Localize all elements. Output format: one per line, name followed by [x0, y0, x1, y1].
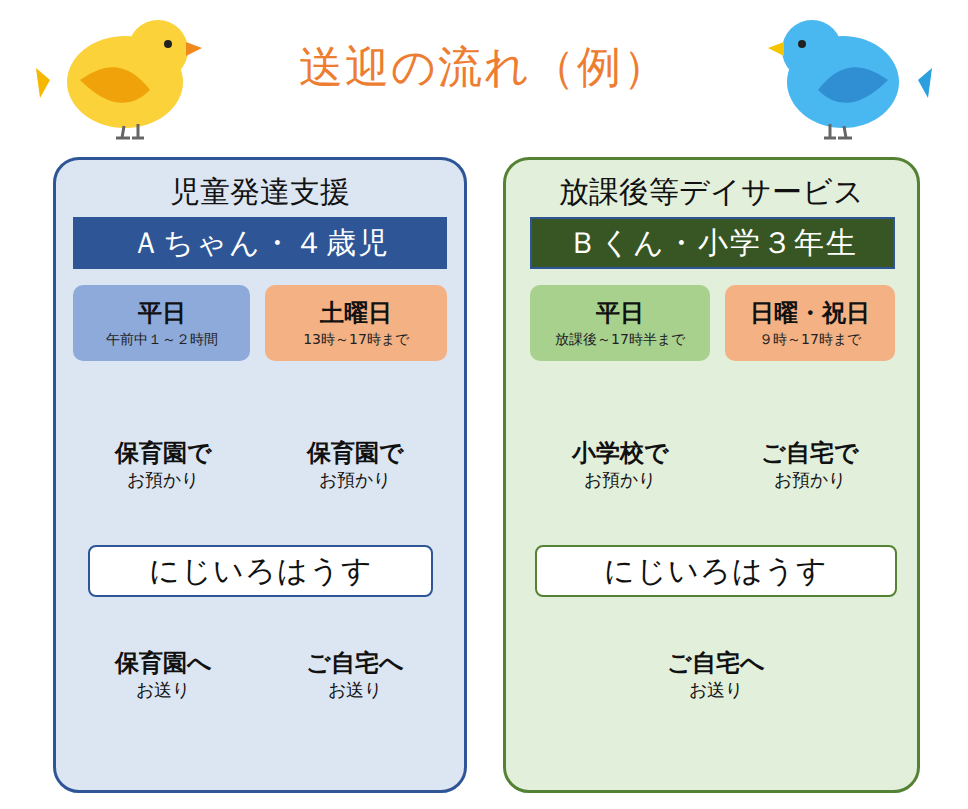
- node-heading: にじいろはうす: [604, 551, 828, 592]
- node-heading: Ａちゃん・４歳児: [131, 223, 390, 264]
- illustration-part: [844, 126, 846, 138]
- pickup-step: 保育園でお預かり: [270, 438, 440, 491]
- illustration-part: [838, 137, 852, 140]
- node-heading: 日曜・祝日: [750, 298, 870, 329]
- illustration-part: [824, 137, 836, 140]
- illustration-part: [137, 124, 140, 138]
- node-heading: ご自宅で: [725, 438, 895, 468]
- node-heading: ご自宅へ: [631, 648, 801, 678]
- node-heading: 平日: [596, 298, 644, 329]
- dropoff-step: ご自宅へお送り: [270, 648, 440, 701]
- illustration-part: [186, 42, 202, 56]
- node-heading: にじいろはうす: [149, 551, 373, 592]
- node-heading: ご自宅へ: [270, 648, 440, 678]
- illustration-part: [824, 124, 852, 138]
- illustration-part: [768, 42, 784, 56]
- schedule-box: 平日放課後～17時半まで: [530, 285, 710, 361]
- illustration-part: [128, 20, 188, 80]
- illustration-part: [164, 40, 172, 48]
- yellow-bird: [36, 20, 202, 138]
- page-title: 送迎の流れ（例）: [0, 38, 968, 97]
- node-subtext: お送り: [78, 678, 248, 701]
- facility-box: にじいろはうす: [535, 545, 897, 597]
- service-panel: 放課後等デイサービスＢくん・小学３年生平日放課後～17時半まで日曜・祝日９時～1…: [503, 157, 920, 793]
- node-subtext: お預かり: [725, 468, 895, 491]
- node-subtext: お預かり: [535, 468, 705, 491]
- node-heading: 放課後等デイサービス: [506, 172, 917, 213]
- child-band: Ａちゃん・４歳児: [73, 217, 447, 269]
- illustration-part: [132, 137, 144, 140]
- schedule-box: 土曜日13時～17時まで: [265, 285, 447, 361]
- pickup-step: 保育園でお預かり: [78, 438, 248, 491]
- node-subtext: ９時～17時まで: [759, 330, 861, 348]
- illustration-part: [818, 67, 888, 103]
- blue-bird: [768, 20, 932, 138]
- illustration-part: [782, 20, 842, 80]
- illustration-part: [80, 67, 150, 103]
- node-subtext: お預かり: [78, 468, 248, 491]
- facility-box: にじいろはうす: [88, 545, 433, 597]
- node-heading: 保育園で: [270, 438, 440, 468]
- node-heading: 小学校で: [535, 438, 705, 468]
- node-heading: 保育園へ: [78, 648, 248, 678]
- node-subtext: お送り: [631, 678, 801, 701]
- node-heading: 土曜日: [320, 298, 392, 329]
- pickup-step: ご自宅でお預かり: [725, 438, 895, 491]
- node-heading: 平日: [138, 298, 186, 329]
- node-heading: Ｂくん・小学３年生: [568, 223, 858, 264]
- illustration-part: [122, 126, 124, 138]
- node-subtext: お送り: [270, 678, 440, 701]
- schedule-box: 平日午前中１～２時間: [73, 285, 250, 361]
- illustration-part: [798, 40, 806, 48]
- schedule-box: 日曜・祝日９時～17時まで: [725, 285, 895, 361]
- pickup-step: 小学校でお預かり: [535, 438, 705, 491]
- node-subtext: 午前中１～２時間: [106, 330, 218, 348]
- service-panel: 児童発達支援Ａちゃん・４歳児平日午前中１～２時間土曜日13時～17時まで保育園で…: [53, 157, 467, 793]
- illustration-part: [116, 124, 144, 138]
- illustration-part: [36, 68, 50, 98]
- node-heading: 児童発達支援: [56, 172, 464, 213]
- illustration-part: [829, 124, 832, 138]
- node-heading: 保育園で: [78, 438, 248, 468]
- illustration-part: [116, 137, 130, 140]
- node-subtext: 放課後～17時半まで: [555, 330, 685, 348]
- dropoff-step: ご自宅へお送り: [631, 648, 801, 701]
- node-subtext: 13時～17時まで: [303, 330, 409, 348]
- node-subtext: お預かり: [270, 468, 440, 491]
- illustration-part: [918, 68, 932, 98]
- dropoff-step: 保育園へお送り: [78, 648, 248, 701]
- child-band: Ｂくん・小学３年生: [530, 217, 895, 269]
